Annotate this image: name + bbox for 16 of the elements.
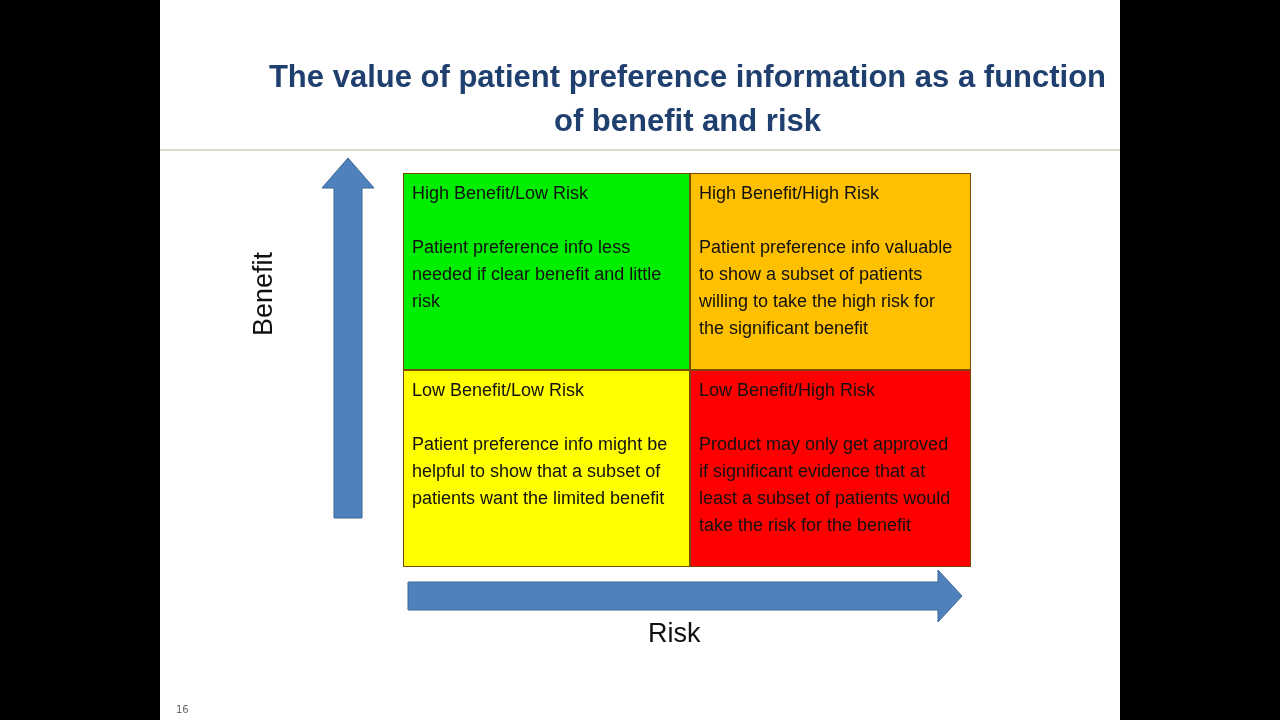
quadrant-description: Patient preference info might be helpful to show that a subset of patients want the limited benefit: [412, 433, 669, 510]
quadrant-box: [403, 173, 690, 370]
quadrant-description: Patient preference info less needed if clear benefit and little risk: [412, 236, 663, 313]
axis-label: Benefit: [248, 251, 279, 336]
quadrant-description: Patient preference info valuable to show a subset of patients willing to take the high risk for the significant benefit: [699, 236, 954, 340]
quadrant-box: [690, 173, 971, 370]
quadrant-description: Product may only get approved if significant evidence that at least a subset of patients would take the risk for the benefit: [699, 433, 952, 537]
slide-number: 16: [176, 704, 189, 715]
quadrant-heading: Low Benefit/High Risk: [699, 379, 877, 402]
quadrant-heading: Low Benefit/Low Risk: [412, 379, 586, 402]
quadrant-box: [690, 370, 971, 567]
axis-label: Risk: [648, 618, 701, 649]
slide-title: The value of patient preference information as a function of benefit and risk: [267, 58, 1108, 140]
quadrant-heading: High Benefit/High Risk: [699, 182, 881, 205]
quadrant-box: [403, 370, 690, 567]
quadrant-heading: High Benefit/Low Risk: [412, 182, 590, 205]
